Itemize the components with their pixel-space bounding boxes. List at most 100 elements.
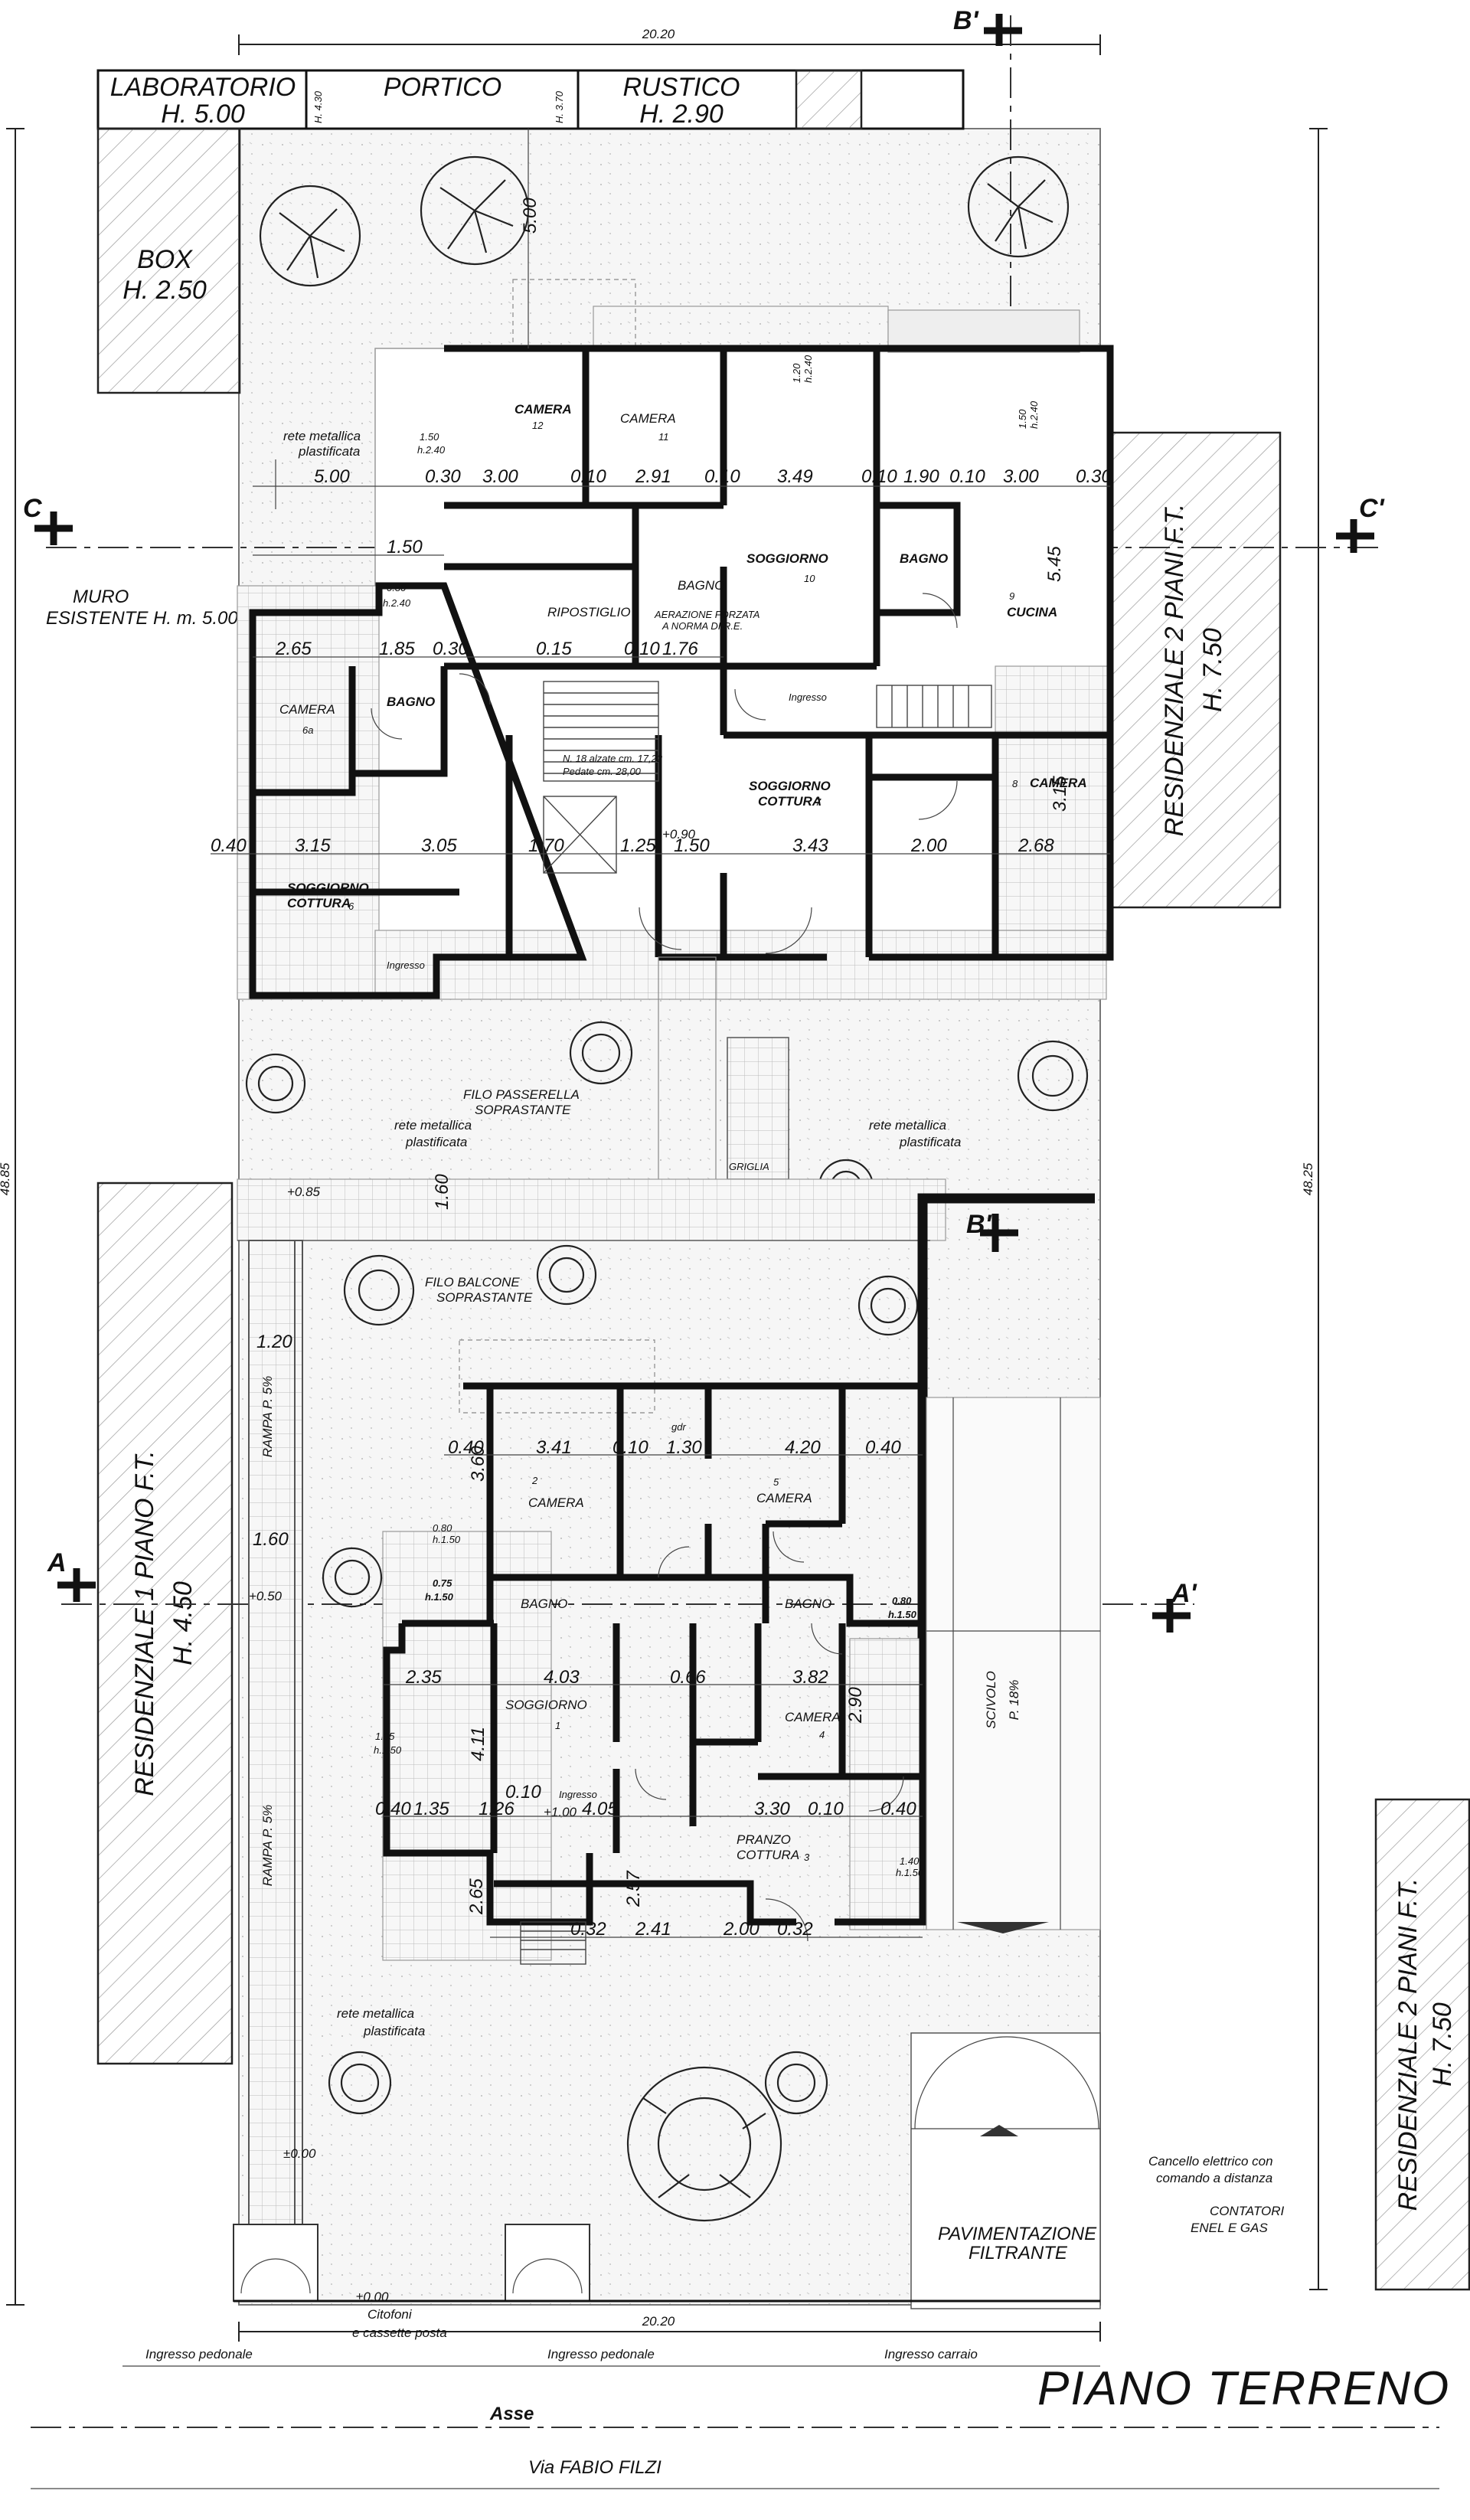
note-citofoni-a: Citofoni — [368, 2307, 413, 2322]
dim-330: 3.30 — [754, 1799, 790, 1819]
dim-126: 1.26 — [479, 1799, 514, 1819]
room-gdr: gdr — [671, 1421, 686, 1433]
dim-343: 3.43 — [792, 835, 828, 856]
opening-w7h: h.1.50 — [888, 1609, 917, 1620]
note-filo-passerella-b: SOPRASTANTE — [475, 1103, 571, 1117]
note-rete3a: rete metallica — [869, 1118, 946, 1133]
note-rete2a: rete metallica — [394, 1118, 472, 1133]
room-pranzo-b: COTTURA — [737, 1848, 799, 1862]
dim-190: 1.90 — [903, 466, 939, 487]
opening-w6: 0.75 — [433, 1577, 452, 1589]
label-laboratorio-h: H. 5.00 — [161, 100, 245, 129]
dim-040d: 0.40 — [375, 1799, 411, 1819]
dim-341: 3.41 — [536, 1437, 572, 1458]
dim-545: 5.45 — [1044, 546, 1065, 582]
dim-010d: 0.10 — [949, 466, 985, 487]
dim-241: 2.41 — [635, 1919, 671, 1940]
label-axis: Asse — [489, 2404, 534, 2424]
room-soggiorno-cottura-6a: SOGGIORNO — [287, 881, 369, 895]
room-camera-11: CAMERA — [620, 411, 676, 426]
level-p090: +0.90 — [662, 827, 696, 842]
room-bagno-top: BAGNO — [900, 551, 948, 566]
dim-405: 4.05 — [582, 1799, 618, 1819]
dim-500v: 5.00 — [520, 198, 541, 234]
room-camera-6a-num: 6a — [302, 724, 313, 736]
dim-382: 3.82 — [792, 1667, 828, 1688]
note-rete4a: rete metallica — [337, 2006, 414, 2021]
room-camera-12-num: 12 — [532, 420, 544, 431]
label-res-right-top: RESIDENZIALE 2 PIANI F.T. — [1160, 504, 1189, 837]
lower-building — [382, 1339, 927, 1965]
label-res-right-bottom-h: H. 7.50 — [1428, 2002, 1457, 2087]
opening-w8: 1.40 — [900, 1855, 920, 1867]
section-b-top: B' — [953, 6, 980, 35]
dim-176: 1.76 — [662, 639, 698, 659]
section-a-right-marker — [1152, 1599, 1191, 1633]
opening-w3h: h.2.40 — [383, 597, 411, 609]
upper-building — [237, 279, 1114, 1000]
note-pavimentazione-b: FILTRANTE — [969, 2243, 1068, 2263]
opening-w3: 0.80 — [387, 582, 407, 593]
label-box: BOX — [137, 245, 193, 274]
label-street: Via FABIO FILZI — [528, 2457, 662, 2478]
room-soggiorno-cottura-7b: COTTURA — [758, 794, 822, 809]
room-ingresso-mid: Ingresso — [387, 959, 425, 971]
dim-500h: 5.00 — [314, 466, 350, 487]
note-filo-balcone-b: SOPRASTANTE — [436, 1290, 533, 1305]
level-p000b: ±0.00 — [356, 2290, 389, 2304]
note-cancello-a: Cancello elettrico con — [1148, 2154, 1273, 2169]
room-camera-2: CAMERA — [528, 1495, 584, 1510]
label-rustico-h: H. 2.90 — [639, 100, 724, 129]
dim-185: 1.85 — [379, 639, 415, 659]
opening-w2: 1.20 — [791, 363, 802, 383]
label-muro: MURO — [73, 587, 129, 607]
room-soggiorno-cottura-6b: COTTURA — [287, 896, 351, 910]
room-soggiorno-10-num: 10 — [804, 573, 815, 584]
dim-170: 1.70 — [528, 835, 564, 856]
driveway — [910, 1397, 1101, 2309]
note-citofoni-b: e cassette posta — [352, 2326, 447, 2340]
label-res-right-bottom: RESIDENZIALE 2 PIANI F.T. — [1393, 1878, 1423, 2211]
label-portico-h-left: H. 4.30 — [312, 90, 324, 123]
opening-w9: 1.95 — [375, 1731, 395, 1742]
room-camera-8: CAMERA — [1030, 776, 1087, 790]
dim-265v: 2.65 — [466, 1878, 487, 1915]
room-bagno-b1: BAGNO — [521, 1597, 567, 1611]
room-pranzo-a: PRANZO — [737, 1832, 791, 1847]
dim-305: 3.05 — [421, 835, 457, 856]
dim-125: 1.25 — [620, 835, 656, 856]
section-b-top-marker — [984, 14, 1022, 46]
note-filo-passerella-a: FILO PASSERELLA — [463, 1087, 580, 1102]
middle-garden — [237, 956, 946, 1241]
section-a-right: A' — [1171, 1579, 1198, 1608]
label-res-left: RESIDENZIALE 1 PIANO F.T. — [130, 1450, 159, 1796]
note-ingresso-pedonale-2: Ingresso pedonale — [547, 2347, 655, 2361]
section-c-left: C — [23, 494, 42, 523]
room-camera-8-num: 8 — [1012, 778, 1018, 789]
dim-010e: 0.10 — [624, 639, 660, 659]
dim-315v: 3.15 — [1050, 776, 1070, 812]
opening-w6h: h.1.50 — [425, 1591, 454, 1603]
dim-120: 1.20 — [256, 1332, 292, 1352]
dim-160b: 1.60 — [253, 1529, 289, 1550]
room-ingresso-top: Ingresso — [789, 691, 827, 703]
dim-349: 3.49 — [777, 466, 813, 487]
label-portico: PORTICO — [384, 73, 501, 102]
room-soggiorno-1-num: 1 — [555, 1720, 560, 1731]
stair-pedate: Pedate cm. 28,00 — [563, 766, 642, 777]
left-residential — [96, 1182, 234, 2065]
note-rete2b: plastificata — [405, 1135, 467, 1149]
stair-alzate: N. 18 alzate cm. 17,22 — [563, 753, 663, 764]
section-c-right-marker — [1336, 519, 1374, 553]
room-soggiorno-cottura-7a: SOGGIORNO — [749, 779, 831, 793]
room-soggiorno-1: SOGGIORNO — [505, 1698, 587, 1712]
note-rete1a: rete metallica — [283, 429, 361, 443]
upper-dims — [211, 129, 1110, 855]
top-neighbour-buildings — [96, 69, 965, 130]
dim-right-total: 48.25 — [1301, 1162, 1315, 1195]
section-b-mid-marker — [980, 1214, 1018, 1252]
note-rete3b: plastificata — [899, 1135, 961, 1149]
label-muro-h: ESISTENTE H. m. 5.00 — [46, 608, 238, 629]
note-scivolo: SCIVOLO — [984, 1671, 998, 1729]
level-p100: +1.00 — [544, 1805, 577, 1819]
